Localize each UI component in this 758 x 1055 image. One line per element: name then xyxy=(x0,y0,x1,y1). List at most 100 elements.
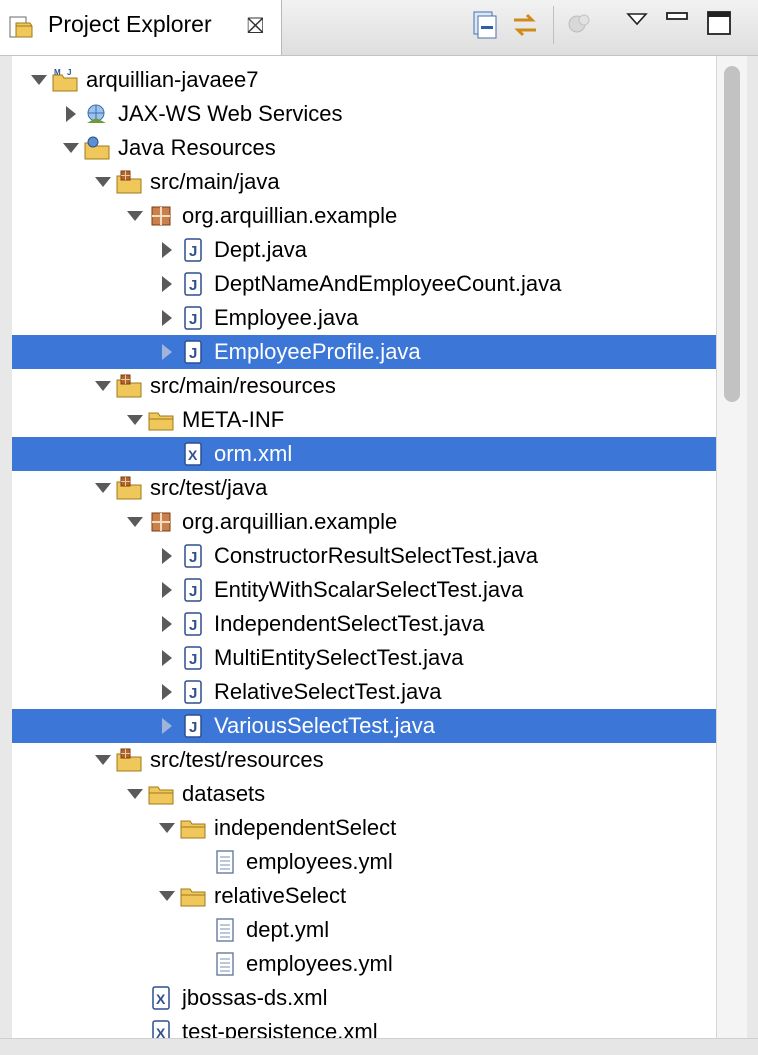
tree-item-label: relativeSelect xyxy=(214,883,347,908)
svg-text:J: J xyxy=(189,549,197,566)
collapsed-twisty-icon[interactable] xyxy=(158,717,176,735)
java-file-icon: J xyxy=(180,611,206,637)
package-icon xyxy=(148,203,174,229)
tree-item-label: dept.yml xyxy=(246,917,330,942)
minimize-icon[interactable] xyxy=(662,8,696,42)
svg-text:J: J xyxy=(189,583,197,600)
tab-project-explorer[interactable]: Project Explorer ⛝ xyxy=(0,0,282,55)
tree-row[interactable]: Java Resources xyxy=(12,131,716,165)
collapsed-twisty-icon[interactable] xyxy=(158,309,176,327)
tree-row[interactable]: J ConstructorResultSelectTest.java xyxy=(12,539,716,573)
collapsed-twisty-icon[interactable] xyxy=(158,241,176,259)
collapsed-twisty-icon[interactable] xyxy=(158,649,176,667)
tree-row[interactable]: META-INF xyxy=(12,403,716,437)
tree-row[interactable]: src/test/resources xyxy=(12,743,716,777)
tree-row[interactable]: independentSelect xyxy=(12,811,716,845)
tree-row[interactable]: relativeSelect xyxy=(12,879,716,913)
view-menu-icon[interactable] xyxy=(622,8,656,42)
source-folder-icon xyxy=(116,169,142,195)
tree-row[interactable]: src/main/resources xyxy=(12,369,716,403)
tree-item-label: src/main/java xyxy=(150,169,280,194)
svg-text:J: J xyxy=(189,277,197,294)
tree-row[interactable]: src/test/java xyxy=(12,471,716,505)
tree-row[interactable]: org.arquillian.example xyxy=(12,199,716,233)
tree-item-label: jbossas-ds.xml xyxy=(182,985,328,1010)
text-file-icon xyxy=(212,849,238,875)
expanded-twisty-icon[interactable] xyxy=(158,887,176,905)
tree-item-label: ConstructorResultSelectTest.java xyxy=(214,543,539,568)
expanded-twisty-icon[interactable] xyxy=(94,479,112,497)
tree-item-label: org.arquillian.example xyxy=(182,509,398,534)
link-with-editor-icon[interactable] xyxy=(508,8,542,42)
tree-item-label: MultiEntitySelectTest.java xyxy=(214,645,464,670)
collapsed-twisty-icon[interactable] xyxy=(158,547,176,565)
java-file-icon: J xyxy=(180,679,206,705)
folder-icon xyxy=(148,781,174,807)
expanded-twisty-icon[interactable] xyxy=(126,785,144,803)
tree-row[interactable]: J IndependentSelectTest.java xyxy=(12,607,716,641)
scrollbar-thumb[interactable] xyxy=(724,66,740,402)
tree-item-label: IndependentSelectTest.java xyxy=(214,611,485,636)
tree-item-label: src/test/resources xyxy=(150,747,324,772)
collapse-all-icon[interactable] xyxy=(468,8,502,42)
expanded-twisty-icon[interactable] xyxy=(94,377,112,395)
java-file-icon: J xyxy=(180,543,206,569)
tree-row[interactable]: src/main/java xyxy=(12,165,716,199)
tree-row[interactable]: employees.yml xyxy=(12,947,716,981)
folder-icon xyxy=(180,815,206,841)
expanded-twisty-icon[interactable] xyxy=(30,71,48,89)
tree-row[interactable]: datasets xyxy=(12,777,716,811)
web-services-icon xyxy=(84,101,110,127)
java-resources-icon xyxy=(84,135,110,161)
tree-row[interactable]: JAX-WS Web Services xyxy=(12,97,716,131)
maximize-icon[interactable] xyxy=(704,8,738,42)
tree-item-label: JAX-WS Web Services xyxy=(118,101,343,126)
tree-item-label: src/test/java xyxy=(150,475,268,500)
tree-item-label: src/main/resources xyxy=(150,373,336,398)
collapsed-twisty-icon[interactable] xyxy=(158,581,176,599)
vertical-scrollbar[interactable] xyxy=(716,56,747,1038)
source-folder-icon xyxy=(116,373,142,399)
java-file-icon: J xyxy=(180,237,206,263)
tree-item-label: META-INF xyxy=(182,407,285,432)
tree-item-label: employees.yml xyxy=(246,849,393,874)
expanded-twisty-icon[interactable] xyxy=(126,513,144,531)
expanded-twisty-icon[interactable] xyxy=(126,411,144,429)
expanded-twisty-icon[interactable] xyxy=(94,173,112,191)
svg-text:X: X xyxy=(156,1025,166,1038)
toolbar-separator xyxy=(553,6,554,44)
filters-icon[interactable] xyxy=(562,8,596,42)
collapsed-twisty-icon[interactable] xyxy=(158,275,176,293)
collapsed-twisty-icon[interactable] xyxy=(158,683,176,701)
expanded-twisty-icon[interactable] xyxy=(62,139,80,157)
java-file-icon: J xyxy=(180,271,206,297)
close-icon[interactable]: ⛝ xyxy=(247,13,264,38)
expanded-twisty-icon[interactable] xyxy=(158,819,176,837)
collapsed-twisty-icon[interactable] xyxy=(158,615,176,633)
tree-item-label: org.arquillian.example xyxy=(182,203,398,228)
tree-item-label: EmployeeProfile.java xyxy=(214,339,421,364)
tree-row[interactable]: org.arquillian.example xyxy=(12,505,716,539)
text-file-icon xyxy=(212,917,238,943)
tree-row[interactable]: dept.yml xyxy=(12,913,716,947)
tree-item-label: DeptNameAndEmployeeCount.java xyxy=(214,271,562,296)
expanded-twisty-icon[interactable] xyxy=(94,751,112,769)
tree-row[interactable]: J DeptNameAndEmployeeCount.java xyxy=(12,267,716,301)
collapsed-twisty-icon[interactable] xyxy=(158,343,176,361)
tree-item-label: orm.xml xyxy=(214,441,293,466)
expanded-twisty-icon[interactable] xyxy=(126,207,144,225)
collapsed-twisty-icon[interactable] xyxy=(62,105,80,123)
tree-row[interactable]: employees.yml xyxy=(12,845,716,879)
